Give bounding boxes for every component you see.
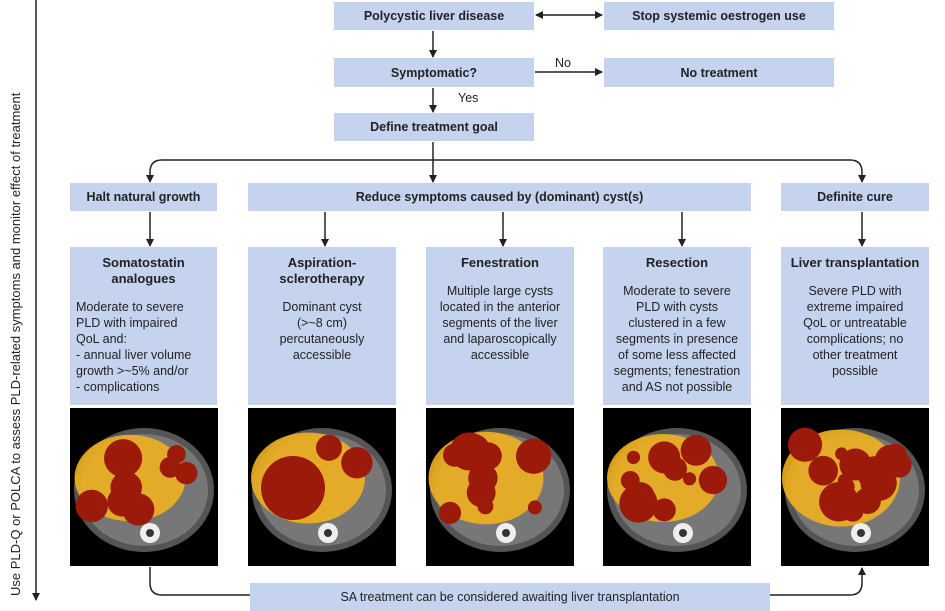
goal-reduce-symptoms: Reduce symptoms caused by (dominant) cys…: [248, 183, 751, 211]
bottom-note: SA treatment can be considered awaiting …: [250, 583, 770, 611]
treatment-criteria: Severe PLD with extreme impaired QoL or …: [803, 284, 907, 378]
symptomatic-box: Symptomatic?: [334, 58, 534, 87]
goal-definite-cure: Definite cure: [781, 183, 929, 211]
treatment-title: Resection: [645, 255, 709, 270]
treatment-criteria: Moderate to severe PLD with cysts cluste…: [613, 284, 741, 394]
treatment-title: Liver transplantation: [790, 255, 920, 270]
ct-scan-transplantation: [781, 408, 929, 566]
ct-scan-somatostatin: [70, 408, 218, 566]
side-label: Use PLD-Q or POLCA to assess PLD-related…: [8, 92, 23, 596]
start-box: Polycystic liver disease: [334, 2, 534, 30]
treatment-title: Somatostatin analogues: [102, 255, 185, 286]
treatment-criteria: Dominant cyst (>~8 cm) percutaneously ac…: [279, 300, 365, 362]
no-label: No: [555, 56, 571, 70]
goal-halt-growth: Halt natural growth: [70, 183, 217, 211]
treatment-goal-box: Define treatment goal: [334, 113, 534, 141]
treatment-criteria: Multiple large cysts located in the ante…: [439, 284, 561, 362]
treatment-title: Aspiration-sclerotherapy: [279, 255, 365, 286]
ct-scan-aspiration: [248, 408, 396, 566]
no-treatment-box: No treatment: [604, 58, 834, 87]
treatment-title: Fenestration: [460, 255, 539, 270]
ct-scan-resection: [603, 408, 751, 566]
yes-label: Yes: [458, 91, 479, 105]
treatment-criteria: Moderate to severe PLD with impaired QoL…: [76, 300, 192, 394]
ct-scan-fenestration: [426, 408, 574, 566]
stop-oestrogen-box: Stop systemic oestrogen use: [604, 2, 834, 30]
